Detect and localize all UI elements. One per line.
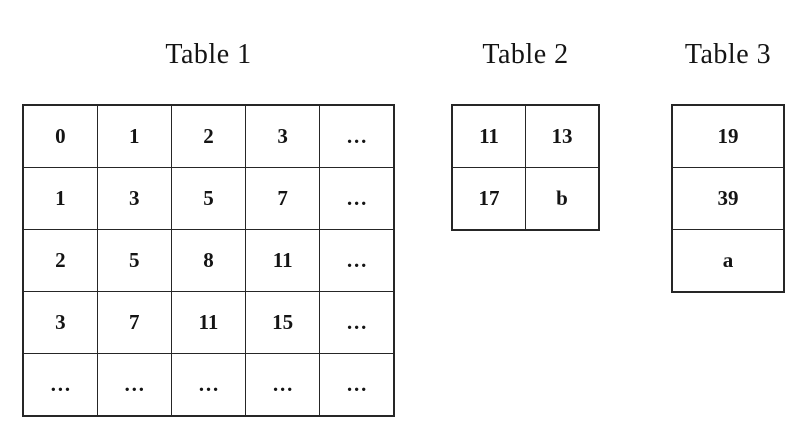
table-row: …………… [22,353,395,417]
table-cell: … [22,353,98,417]
table-cell: a [671,229,785,293]
table-cell: b [525,167,600,231]
table-cell: … [319,291,395,354]
table-cell: 2 [22,229,98,292]
table-cell: … [319,167,395,230]
table-cell: 7 [96,291,172,354]
table-cell: 1 [22,167,98,230]
table-cell: 3 [96,167,172,230]
table-cell: … [319,229,395,292]
table-cell: 11 [451,104,526,168]
table-cell: 39 [671,167,785,230]
table-cell: 3 [245,104,321,168]
table-row: a [671,229,785,293]
table-cell: 0 [22,104,98,168]
table-cell: … [170,353,247,417]
table-row: 19 [671,104,785,168]
table-cell: … [319,104,395,168]
table-cell: … [96,353,172,417]
table-cell: 19 [671,104,785,168]
table-cell: 17 [451,167,526,231]
table-cell: 2 [170,104,247,168]
table-cell: … [319,353,395,417]
table-cell: 13 [525,104,600,168]
table-cell: 1 [96,104,172,168]
table-cell: 3 [22,291,98,354]
table-2-title: Table 2 [482,39,569,70]
table-cell: 8 [170,229,247,292]
table-cell: 5 [96,229,172,292]
table-cell: 15 [245,291,321,354]
table-cell: 11 [245,229,321,292]
table-cell: 7 [245,167,321,230]
table-cell: 5 [170,167,247,230]
table-row: 39 [671,167,785,230]
table-cell: 11 [170,291,247,354]
table-3-title: Table 3 [684,39,772,70]
table-cell: … [245,353,321,417]
table-1-title: Table 1 [165,39,252,70]
